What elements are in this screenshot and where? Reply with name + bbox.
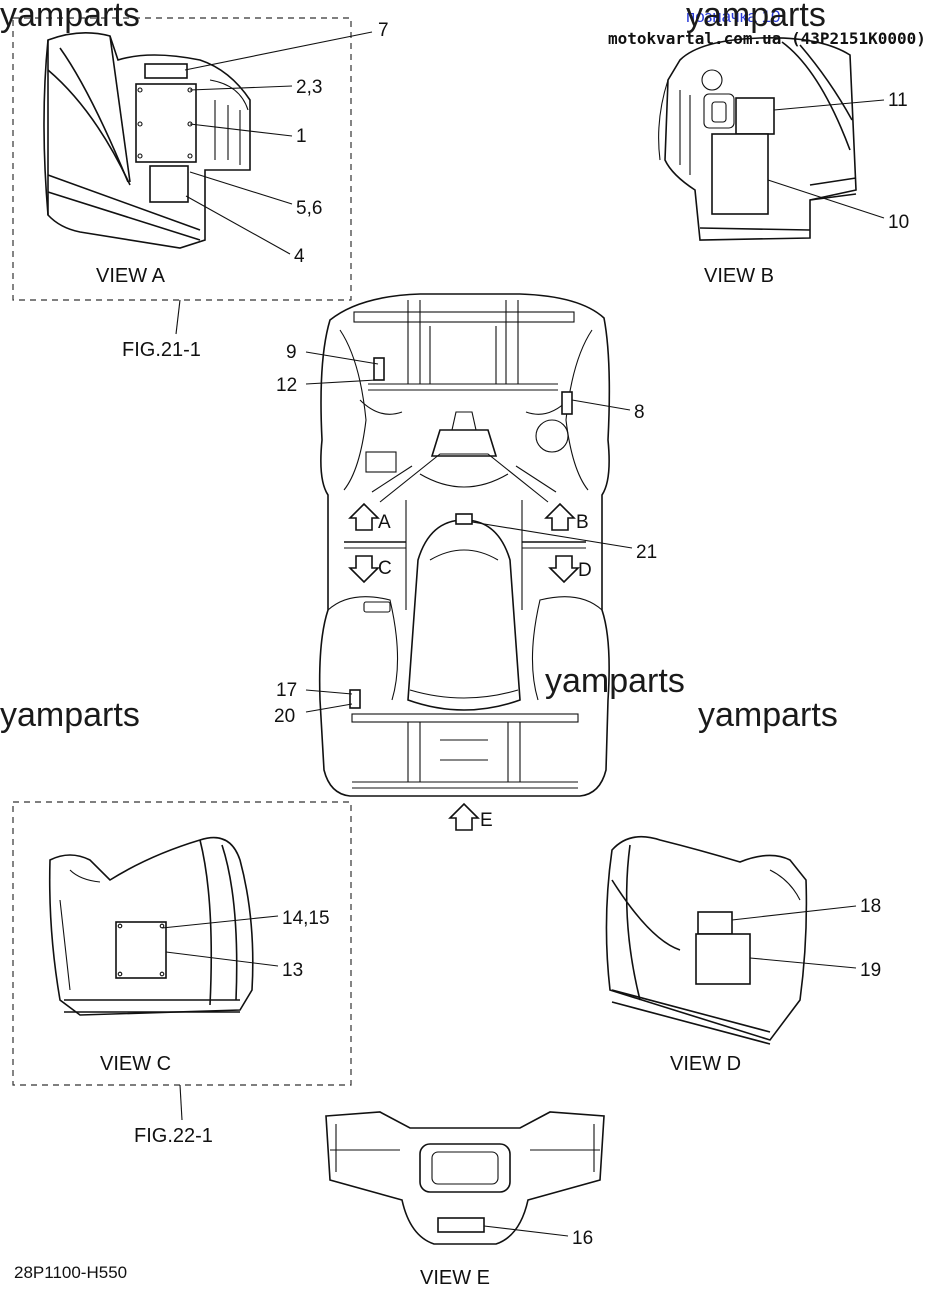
callout-10: 10 bbox=[888, 212, 909, 233]
view-b-group: 11 10 VIEW B bbox=[658, 37, 909, 287]
callout-16: 16 bbox=[572, 1228, 593, 1249]
fig-21-1-caption: FIG.21-1 bbox=[122, 339, 201, 361]
view-b-caption: VIEW B bbox=[704, 265, 774, 287]
arrow-c-label: C bbox=[378, 558, 392, 579]
callout-5-6: 5,6 bbox=[296, 198, 322, 219]
header-link[interactable]: позначка 10 bbox=[686, 7, 781, 26]
callout-11: 11 bbox=[888, 90, 908, 111]
callout-7: 7 bbox=[378, 20, 389, 41]
label-21-decal bbox=[455, 513, 473, 525]
arrow-b-label: B bbox=[576, 512, 589, 533]
callout-18: 18 bbox=[860, 896, 881, 917]
label-16-decal bbox=[437, 1217, 485, 1233]
callout-19: 19 bbox=[860, 960, 881, 981]
label-9-12-decal bbox=[373, 357, 385, 381]
callout-9: 9 bbox=[286, 342, 297, 363]
callout-20: 20 bbox=[274, 706, 295, 727]
view-d-caption: VIEW D bbox=[670, 1053, 741, 1075]
label-19-decal bbox=[695, 933, 751, 985]
fig-22-1-caption: FIG.22-1 bbox=[134, 1125, 213, 1147]
arrow-down-d-icon bbox=[548, 555, 580, 584]
view-c-caption: VIEW C bbox=[100, 1053, 171, 1075]
callout-13: 13 bbox=[282, 960, 303, 981]
label-18-decal bbox=[697, 911, 733, 935]
arrow-e-label: E bbox=[480, 810, 493, 831]
watermark-mid-right: yamparts bbox=[698, 696, 838, 734]
watermark-top-right: yamparts bbox=[686, 0, 826, 34]
label-8-decal bbox=[561, 391, 573, 415]
view-a-caption: VIEW A bbox=[96, 265, 166, 287]
label-13-decal bbox=[115, 921, 167, 979]
arrow-up-b-icon bbox=[544, 502, 576, 531]
callout-17: 17 bbox=[276, 680, 297, 701]
callout-12: 12 bbox=[276, 375, 297, 396]
arrow-a-label: A bbox=[378, 512, 391, 533]
label-17-20-decal bbox=[349, 689, 361, 709]
label-4-decal bbox=[149, 165, 189, 203]
drawing-code: 28P1100-H550 bbox=[14, 1263, 127, 1282]
view-e-caption: VIEW E bbox=[420, 1267, 490, 1289]
view-a-frame bbox=[12, 17, 352, 301]
callout-21: 21 bbox=[636, 542, 657, 563]
label-7-decal bbox=[144, 63, 188, 79]
callout-2-3: 2,3 bbox=[296, 77, 322, 98]
label-1-decal bbox=[135, 83, 197, 163]
arrow-down-c-icon bbox=[348, 555, 380, 584]
watermark-top-left: yamparts bbox=[0, 0, 140, 34]
view-a-group: 7 2,3 1 5,6 4 VIEW A FIG.21-1 bbox=[12, 17, 389, 361]
arrow-up-a-icon bbox=[348, 502, 380, 531]
view-d-group: 18 19 VIEW D bbox=[605, 835, 881, 1075]
callout-1: 1 bbox=[296, 126, 307, 147]
watermark-mid-left: yamparts bbox=[0, 696, 140, 734]
arrow-d-label: D bbox=[578, 560, 592, 581]
atv-top-view: 9 12 8 21 17 20 A B C D E bbox=[274, 293, 657, 831]
view-c-frame bbox=[12, 801, 352, 1086]
label-11-decal bbox=[735, 97, 775, 135]
view-c-group: 14,15 13 VIEW C FIG.22-1 bbox=[12, 801, 352, 1147]
callout-8: 8 bbox=[634, 402, 645, 423]
watermark-center: yamparts bbox=[545, 662, 685, 700]
arrow-up-e-icon bbox=[448, 802, 480, 831]
callout-4: 4 bbox=[294, 246, 305, 267]
view-e-group: 16 VIEW E bbox=[325, 1111, 605, 1289]
callout-14-15: 14,15 bbox=[282, 908, 330, 929]
label-10-decal bbox=[711, 133, 769, 215]
